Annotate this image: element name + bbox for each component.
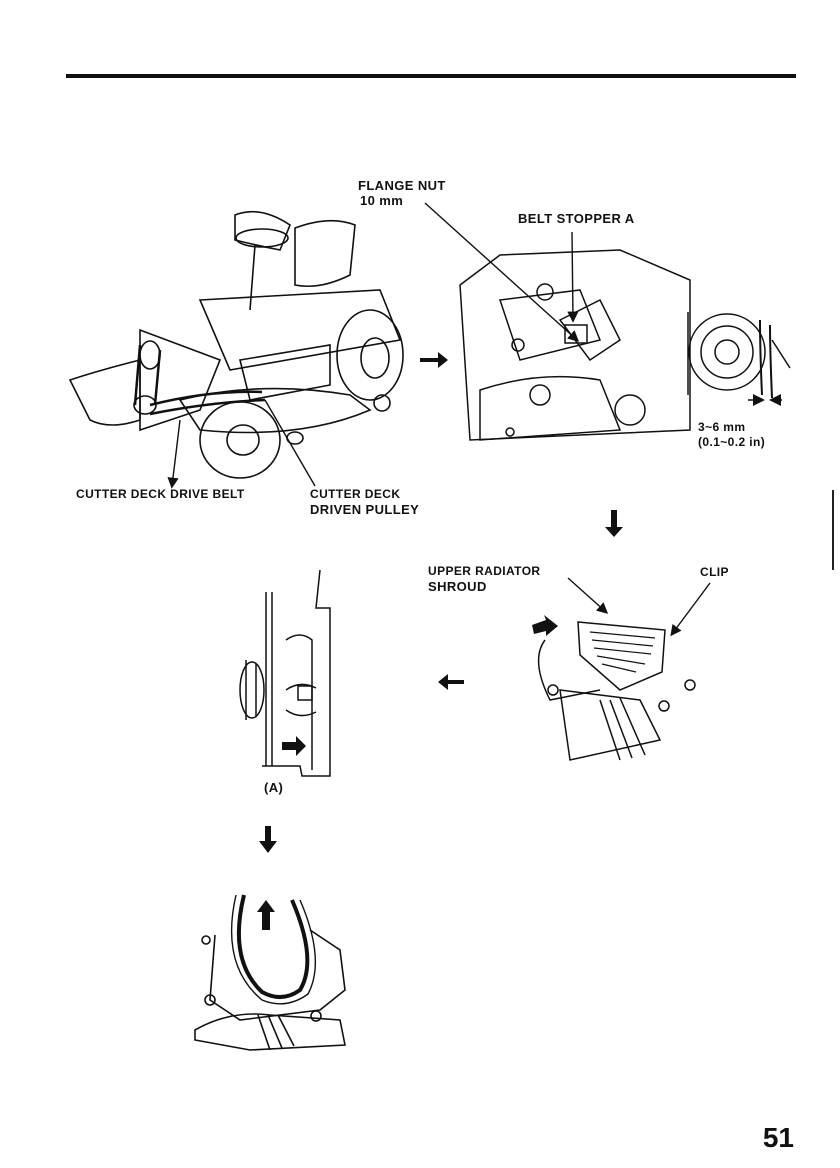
pulley-leader bbox=[265, 400, 315, 486]
belt-stopper-label: BELT STOPPER A bbox=[518, 211, 635, 226]
stopper-leader bbox=[572, 232, 573, 320]
flange-nut-label: FLANGE NUT bbox=[358, 178, 446, 193]
arrow-down-icon bbox=[605, 510, 623, 537]
radiator-illustration bbox=[539, 622, 695, 760]
mower-illustration bbox=[70, 212, 403, 478]
clip-leader bbox=[672, 583, 710, 634]
arrow-left-icon bbox=[438, 674, 464, 690]
upper-radiator-label: UPPER RADIATOR bbox=[428, 564, 541, 579]
driven-pulley-label: DRIVEN PULLEY bbox=[310, 502, 419, 517]
cutter-deck-drive-belt-label: CUTTER DECK DRIVE BELT bbox=[76, 487, 245, 502]
fan-direction-arrow bbox=[282, 736, 306, 756]
cutter-deck-label: CUTTER DECK bbox=[310, 487, 400, 502]
shroud-leader bbox=[568, 578, 606, 612]
flange-nut-size-label: 10 mm bbox=[360, 193, 403, 208]
lift-arrow-icon bbox=[257, 900, 275, 930]
fan-label-a: (A) bbox=[264, 780, 283, 795]
arrow-right-icon bbox=[420, 352, 448, 368]
page-number: 51 bbox=[763, 1122, 794, 1154]
arrow-down-icon-2 bbox=[259, 826, 277, 853]
clearance-in-label: (0.1~0.2 in) bbox=[698, 435, 765, 450]
clip-label: CLIP bbox=[700, 565, 729, 580]
belt-leader bbox=[172, 420, 180, 486]
shroud-label: SHROUD bbox=[428, 579, 487, 594]
clearance-mm-label: 3~6 mm bbox=[698, 420, 745, 435]
shroud-direction-arrow bbox=[532, 615, 558, 636]
